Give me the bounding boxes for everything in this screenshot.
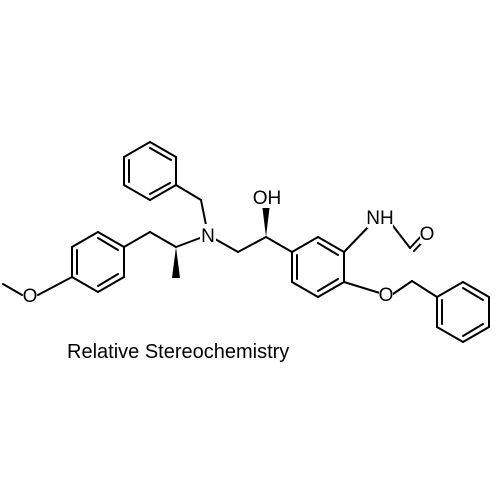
bond-lines	[2, 141, 490, 343]
atom-labels: N OH NH O O O	[23, 188, 435, 307]
right-benzene-ring	[291, 236, 345, 298]
atom-label-oh: OH	[253, 188, 282, 209]
atom-label-o-benzyloxy: O	[379, 285, 394, 306]
caption-text: Relative Stereochemistry	[67, 341, 289, 363]
bond-ch2-ring-c	[411, 280, 438, 298]
bond-chiral-n	[175, 234, 209, 248]
bond-ch2-n	[200, 199, 209, 236]
bond-ch2-chiral	[149, 231, 177, 248]
bond-ring-ch2	[175, 184, 202, 201]
wedge-methyl	[172, 247, 180, 278]
atom-label-nh: NH	[366, 208, 393, 229]
atom-label-n: N	[201, 226, 215, 247]
methoxyphenyl-ring	[71, 231, 125, 293]
bond-cho-double-1	[409, 231, 426, 249]
benzyloxy-ring	[436, 281, 490, 343]
bond-o-methyl	[2, 283, 23, 296]
top-benzene-ring	[123, 141, 177, 201]
bond-ring-ch2-b	[123, 231, 151, 248]
bond-n-ch2	[207, 234, 239, 253]
wedge-hydroxyl	[262, 204, 270, 237]
bond-ch2-choh	[237, 236, 267, 253]
bond-o-ch2	[392, 280, 413, 295]
atom-label-o-formyl: O	[420, 224, 435, 245]
bond-ring-nh	[343, 221, 374, 253]
bond-cho-double-2	[413, 234, 430, 252]
atom-label-o-methoxy: O	[23, 286, 38, 307]
bond-nh-cho	[389, 221, 411, 249]
bond-ring-o-benzyloxy	[343, 281, 384, 295]
bond-ring-o-methoxy	[37, 276, 73, 296]
bond-choh-ring	[265, 236, 293, 253]
